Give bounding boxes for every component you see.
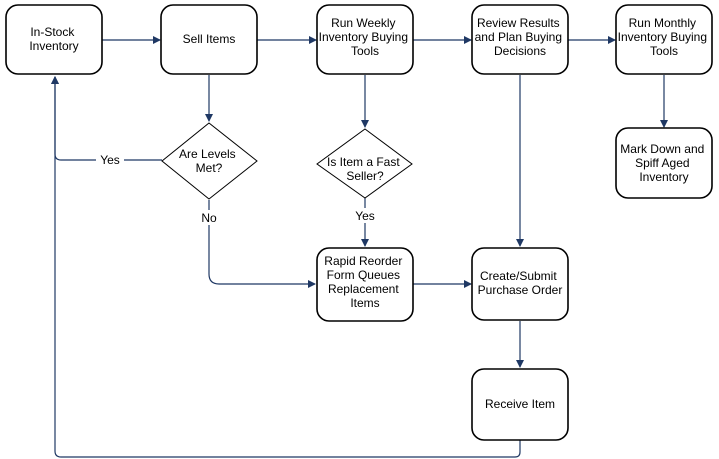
node-line: Sell Items [183,32,236,46]
node-line: Decisions [494,44,546,58]
node-line: Purchase Order [478,283,563,297]
node-line: Are Levels [179,147,236,161]
node-are-levels-met: Are Levels Met? [161,122,258,200]
svg-text:Create/Submit Purchase O: Create/Submit Purchase Order [478,269,563,297]
node-line: Inventory Buying [618,30,707,44]
node-line: Items [350,296,379,310]
svg-text:Mark Down and Spiff Aged: Mark Down and Spiff Aged Inventory [620,142,707,184]
node-sell-items: Sell Items [160,4,258,75]
node-line: Run Weekly [331,16,395,30]
node-line: Inventory [639,170,688,184]
node-line: Tools [650,44,678,58]
levels-yes-label: Yes [100,153,120,167]
levels-no-label: No [201,211,217,225]
edge-receive-to-instock [51,76,521,458]
node-line: Run Monthly [629,16,696,30]
node-line: Inventory [29,39,78,53]
svg-text:Run Monthly Inventory Bu: Run Monthly Inventory Buying Tools [618,16,711,58]
node-receive-item: Receive Item [471,368,569,441]
node-create-purchase-order: Create/Submit Purchase Order [471,247,569,321]
svg-text:Sell Items: Sell Items [183,32,236,46]
svg-text:Are Levels Met?: Are Levels Met? [179,147,239,175]
node-is-fast-seller: Is Item a Fast Seller? [316,128,413,199]
edge-levels-no-to-rapid [208,200,316,288]
node-line: Form Queues [327,268,400,282]
svg-text:Rapid Reorder Form Queue: Rapid Reorder Form Queues Replacement It… [324,254,405,310]
node-line: In-Stock [30,25,75,39]
svg-text:Is Item a Fast Seller?: Is Item a Fast Seller? [327,155,403,183]
svg-text:Receive Item: Receive Item [485,397,555,411]
node-line: Create/Submit [480,269,557,283]
svg-text:Run Weekly Inventory Buy: Run Weekly Inventory Buying Tools [319,16,412,58]
node-line: and Plan Buying [475,30,562,44]
edge-labels: Yes No Yes [96,152,379,225]
node-line: Receive Item [485,397,555,411]
edges [51,36,668,458]
node-line: Tools [351,44,379,58]
fast-yes-label: Yes [355,209,375,223]
node-line: Review Results [477,16,560,30]
node-line: Spiff Aged [635,156,690,170]
node-run-weekly-tools: Run Weekly Inventory Buying Tools [316,4,414,75]
node-mark-down-spiff: Mark Down and Spiff Aged Inventory [615,127,713,199]
node-review-results: Review Results and Plan Buying Decisions [471,4,569,75]
node-line: Met? [196,161,223,175]
node-rapid-reorder: Rapid Reorder Form Queues Replacement It… [316,247,414,322]
edge-levels-yes-to-instock [51,76,162,161]
node-line: Seller? [346,169,384,183]
node-line: Is Item a Fast [327,155,400,169]
node-line: Rapid Reorder [324,254,402,268]
node-line: Replacement [328,282,399,296]
node-in-stock-inventory: In-Stock Inventory [5,4,103,75]
svg-text:Review Results and Plan: Review Results and Plan Buying Decisions [475,16,566,58]
node-line: Mark Down and [620,142,704,156]
svg-text:In-Stock Inventory: In-Stock Inventory [29,25,78,53]
node-line: Inventory Buying [319,30,408,44]
node-run-monthly-tools: Run Monthly Inventory Buying Tools [615,4,713,75]
